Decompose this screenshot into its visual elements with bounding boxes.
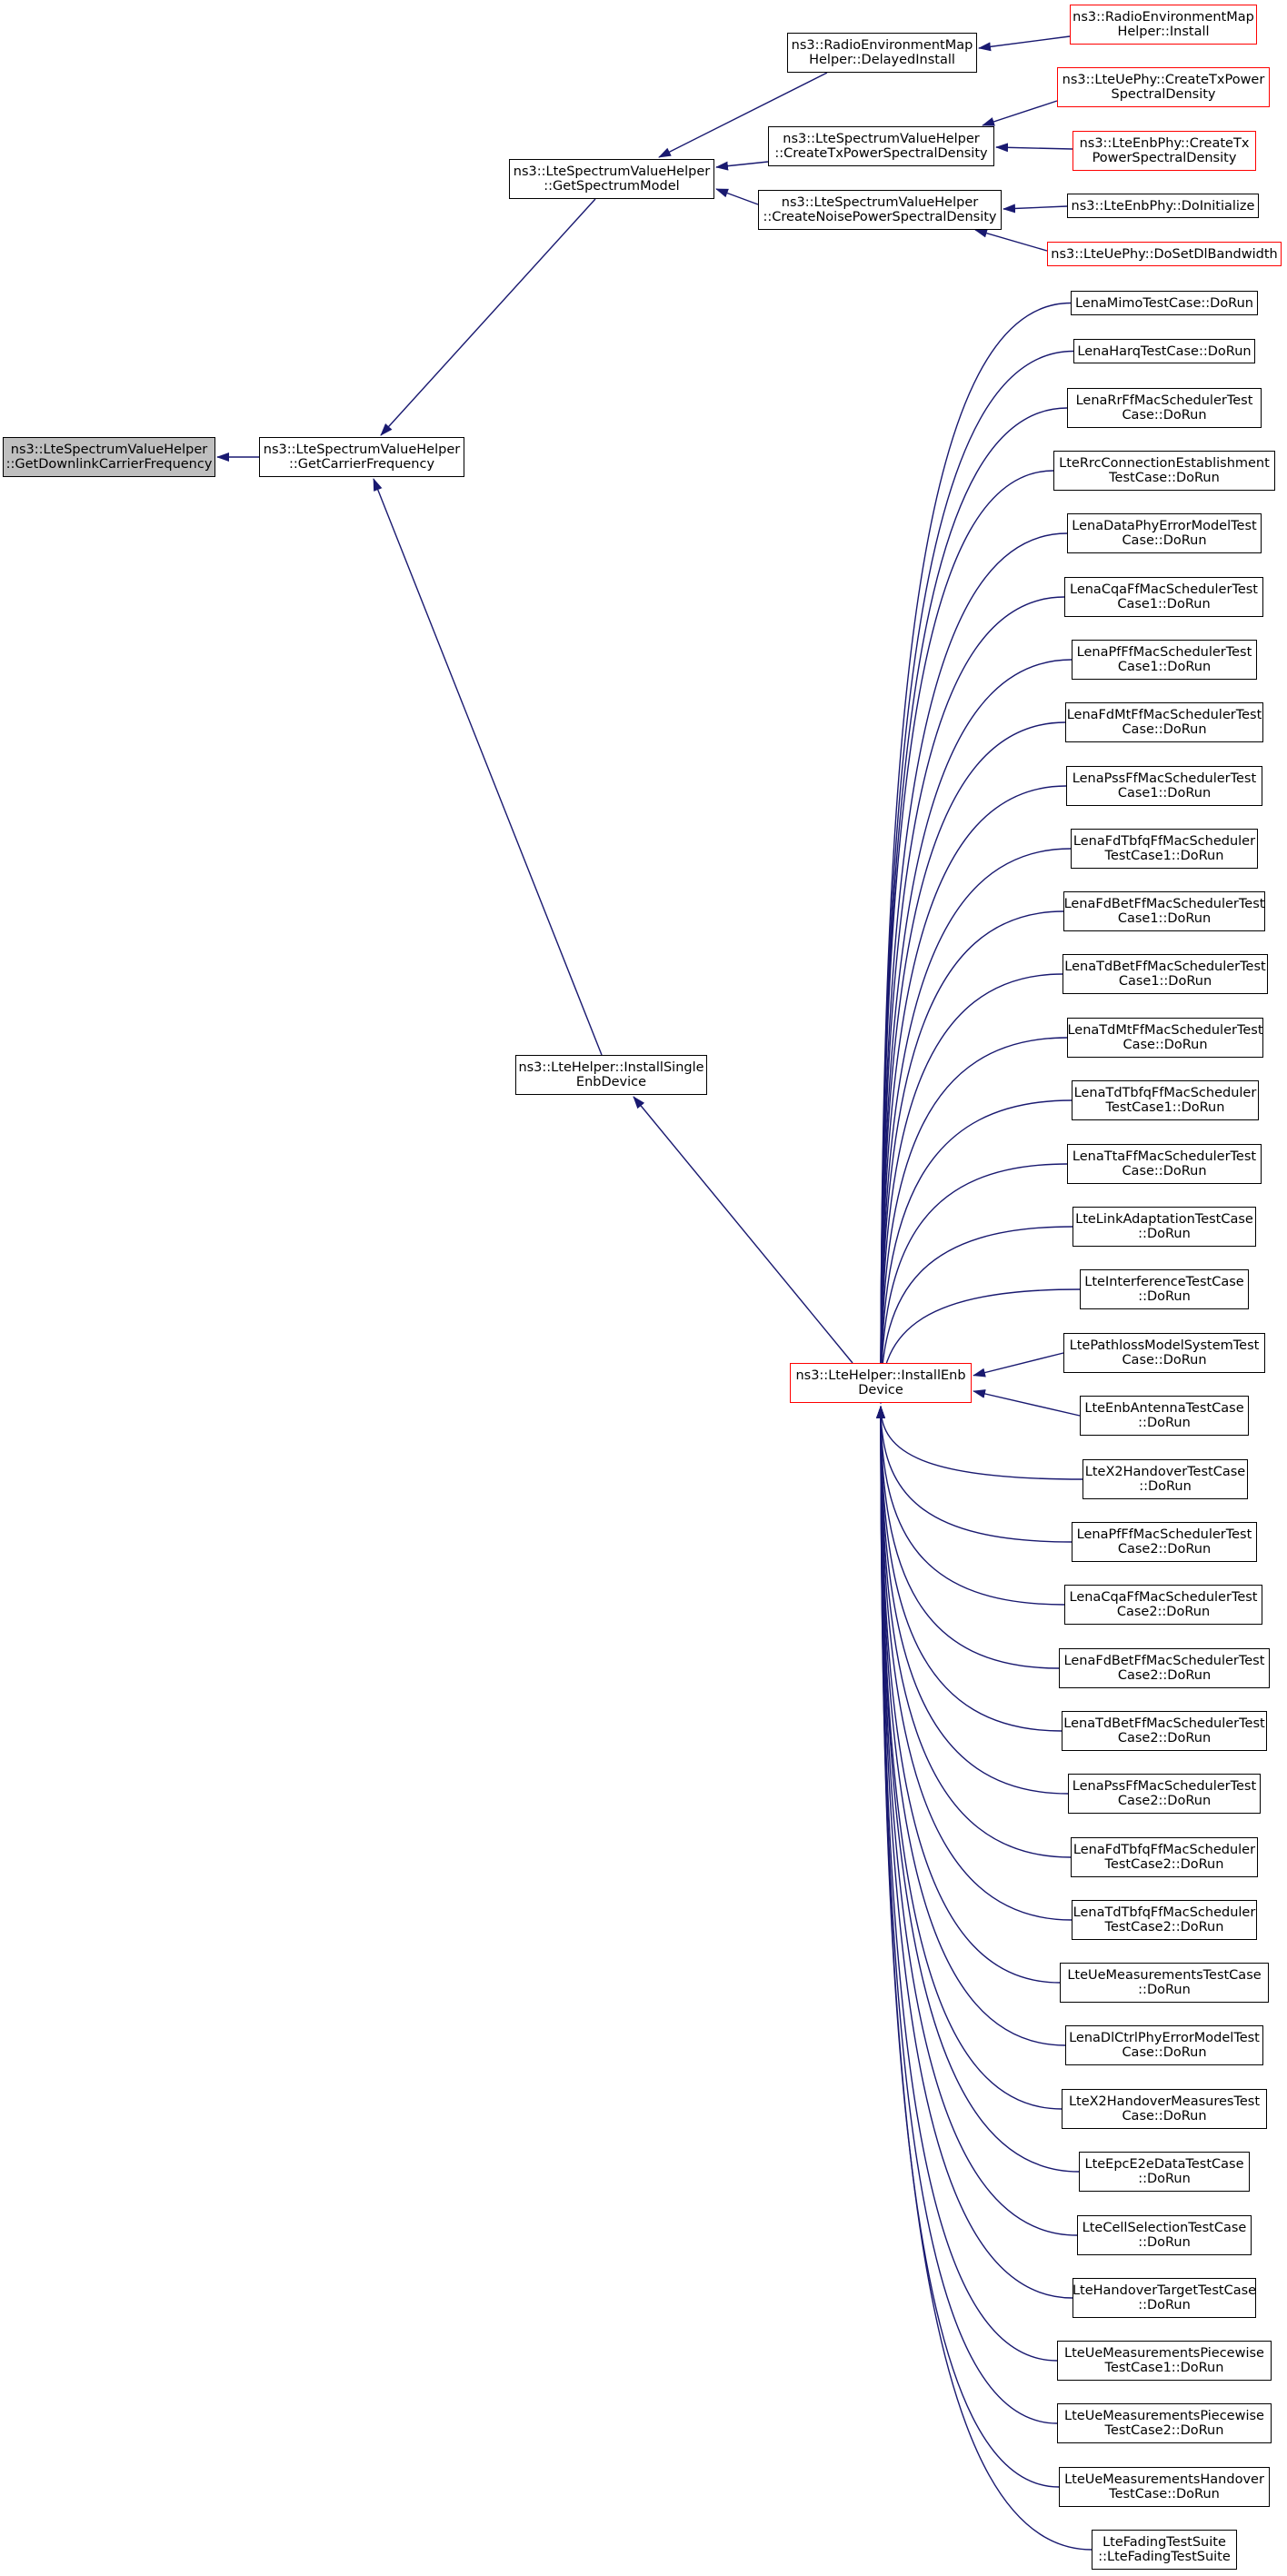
edge-ue-set-dl-to-create-noise bbox=[974, 228, 1048, 252]
edge-caller-lena-fd-tbfq-ff-mac-scheduler-test-case2 bbox=[876, 1406, 1072, 1858]
edge-caller-lena-fd-bet-ff-mac-scheduler-test-case1 bbox=[876, 910, 1064, 1404]
edge-caller-lena-td-bet-ff-mac-scheduler-test-case1 bbox=[876, 973, 1063, 1404]
edge-create-noise-to-get-spectrum bbox=[715, 188, 759, 205]
node-caller-lte-fading-test-suite[interactable]: LteFadingTestSuite::LteFadingTestSuite bbox=[1092, 2530, 1237, 2570]
node-caller-lte-ue-measurements-test-case[interactable]: LteUeMeasurementsTestCase::DoRun bbox=[1060, 1963, 1269, 2003]
node-get-carrier-frequency[interactable]: ns3::LteSpectrumValueHelper::GetCarrierF… bbox=[259, 437, 464, 477]
edge-caller-lena-fd-bet-ff-mac-scheduler-test-case2 bbox=[876, 1406, 1060, 1669]
node-caller-lte-link-adaptation-test-case[interactable]: LteLinkAdaptationTestCase::DoRun bbox=[1072, 1207, 1256, 1247]
edge-caller-lena-td-tbfq-ff-mac-scheduler-test-case2 bbox=[876, 1406, 1072, 1921]
edge-caller-lte-link-adaptation-test-case bbox=[876, 1226, 1073, 1404]
edge-create-tx-to-get-spectrum bbox=[715, 161, 769, 171]
edge-caller-lte-ue-measurements-test-case bbox=[876, 1406, 1061, 1984]
edge-caller-lena-mimo-test-case bbox=[876, 302, 1072, 1404]
edge-caller-lte-rrc-connection-establishment-test-case bbox=[876, 470, 1054, 1404]
edge-caller-lte-fading-test-suite bbox=[876, 1406, 1092, 2551]
node-caller-lte-enb-antenna-test-case[interactable]: LteEnbAntennaTestCase::DoRun bbox=[1080, 1396, 1249, 1436]
node-get-spectrum-model[interactable]: ns3::LteSpectrumValueHelper::GetSpectrum… bbox=[509, 159, 714, 199]
edge-caller-lena-td-tbfq-ff-mac-scheduler-test-case1 bbox=[876, 1099, 1072, 1404]
edge-caller-lena-pss-ff-mac-scheduler-test-case2 bbox=[876, 1406, 1069, 1795]
node-create-tx-psd[interactable]: ns3::LteSpectrumValueHelper::CreateTxPow… bbox=[768, 126, 994, 166]
node-get-downlink-carrier-frequency: ns3::LteSpectrumValueHelper::GetDownlink… bbox=[3, 437, 215, 477]
edge-ue-create-tx-to-create-tx bbox=[982, 100, 1058, 126]
edge-caller-lte-x2-handover-test-case bbox=[876, 1406, 1083, 1480]
edge-caller-lena-rr-ff-mac-scheduler-test-case bbox=[876, 407, 1068, 1404]
node-caller-lena-mimo-test-case[interactable]: LenaMimoTestCase::DoRun bbox=[1071, 291, 1258, 315]
edge-caller-lena-pss-ff-mac-scheduler-test-case1 bbox=[876, 785, 1067, 1404]
edge-caller-lte-ue-measurements-piecewise-test-case1 bbox=[876, 1406, 1058, 2362]
edge-caller-lena-cqa-ff-mac-scheduler-test-case2 bbox=[876, 1406, 1065, 1606]
node-create-noise-psd[interactable]: ns3::LteSpectrumValueHelper::CreateNoise… bbox=[758, 190, 1002, 230]
edge-caller-lena-fd-tbfq-ff-mac-scheduler-test-case1 bbox=[876, 848, 1072, 1404]
node-caller-lte-cell-selection-test-case[interactable]: LteCellSelectionTestCase::DoRun bbox=[1077, 2215, 1252, 2255]
edge-caller-lena-pf-ff-mac-scheduler-test-case2 bbox=[876, 1406, 1072, 1543]
edge-enb-init-to-create-noise bbox=[1003, 204, 1068, 214]
edge-rem-install-to-delayed bbox=[978, 35, 1071, 52]
edge-caller-lte-epc-e2e-data-test-case bbox=[876, 1406, 1080, 2173]
node-ue-phy-do-set-dl-bandwidth[interactable]: ns3::LteUePhy::DoSetDlBandwidth bbox=[1047, 242, 1282, 266]
edge-caller-lte-pathloss-model-system-test-case bbox=[973, 1352, 1064, 1378]
node-caller-lte-handover-target-test-case[interactable]: LteHandoverTargetTestCase::DoRun bbox=[1072, 2278, 1256, 2318]
edge-caller-lena-cqa-ff-mac-scheduler-test-case1 bbox=[876, 596, 1065, 1404]
edge-install-enb-to-install-single bbox=[633, 1096, 853, 1364]
edge-caller-lena-tta-ff-mac-scheduler-test-case bbox=[876, 1163, 1068, 1404]
edge-enb-create-tx-to-create-tx bbox=[995, 143, 1073, 153]
edge-delayed-to-get-spectrum bbox=[658, 72, 828, 158]
node-enb-phy-do-initialize[interactable]: ns3::LteEnbPhy::DoInitialize bbox=[1067, 194, 1259, 218]
node-caller-lte-x2-handover-test-case[interactable]: LteX2HandoverTestCase::DoRun bbox=[1082, 1459, 1248, 1499]
node-caller-lte-epc-e2e-data-test-case[interactable]: LteEpcE2eDataTestCase::DoRun bbox=[1079, 2152, 1250, 2192]
node-caller-lena-harq-test-case[interactable]: LenaHarqTestCase::DoRun bbox=[1073, 339, 1255, 363]
edge-caller-lena-harq-test-case bbox=[876, 350, 1074, 1404]
edge-caller-lte-enb-antenna-test-case bbox=[973, 1389, 1081, 1417]
edge-install-single-to-get-carrier bbox=[373, 478, 603, 1056]
edge-get-spectrum-to-get-carrier bbox=[380, 198, 596, 436]
edge-caller-lte-x2-handover-measures-test-case bbox=[876, 1406, 1063, 2110]
edge-caller-lena-td-bet-ff-mac-scheduler-test-case2 bbox=[876, 1406, 1063, 1732]
edge-caller-lena-td-mt-ff-mac-scheduler-test-case bbox=[876, 1037, 1068, 1404]
node-caller-lte-interference-test-case[interactable]: LteInterferenceTestCase::DoRun bbox=[1080, 1269, 1249, 1309]
edge-caller-lena-fd-mt-ff-mac-scheduler-test-case bbox=[876, 721, 1066, 1404]
